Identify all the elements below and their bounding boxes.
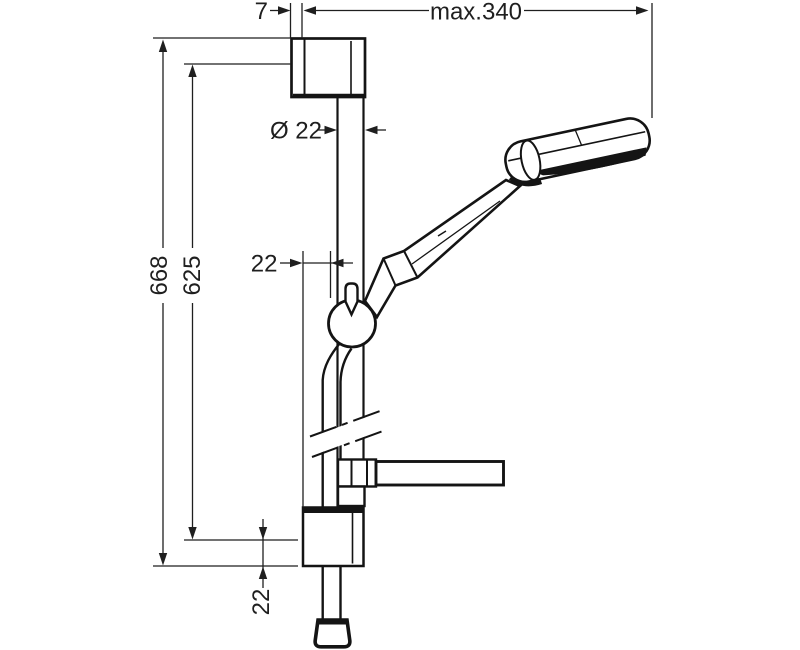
dim-mid-offset-label: 22	[251, 251, 278, 278]
dim-bar-height-label: 625	[179, 255, 206, 295]
spray-face-shadow	[532, 147, 647, 176]
dim-mid-offset: 22	[251, 251, 353, 507]
shower-hose	[321, 342, 353, 619]
wall-bracket-top	[290, 37, 367, 99]
dim-top-offset-label: 7	[255, 0, 268, 25]
dim-bar-diameter-label: Ø 22	[270, 118, 322, 145]
hose-connector	[313, 618, 352, 649]
soap-dish	[336, 458, 505, 508]
soap-dish-arm	[374, 460, 505, 487]
break-lines	[309, 409, 384, 458]
dim-overall-height-label: 668	[146, 255, 173, 295]
dim-bottom-offset-label: 22	[248, 589, 275, 616]
dim-overall-height: 668	[146, 37, 298, 567]
dim-bottom-offset: 22	[248, 519, 275, 615]
dim-max-reach-label: max.340	[430, 0, 522, 26]
dim-bar-height: 625	[179, 63, 298, 541]
slider-holder	[327, 282, 377, 349]
bottom-bracket	[301, 506, 365, 568]
holder-clip	[344, 282, 359, 318]
spray-face-rim	[519, 139, 542, 181]
dim-top-offset: 7	[255, 0, 303, 38]
dim-max-reach: max.340	[303, 0, 653, 118]
dim-bar-diameter: Ø 22	[270, 118, 386, 145]
hand-shower-handle	[363, 178, 523, 320]
hand-shower-head	[504, 117, 651, 187]
